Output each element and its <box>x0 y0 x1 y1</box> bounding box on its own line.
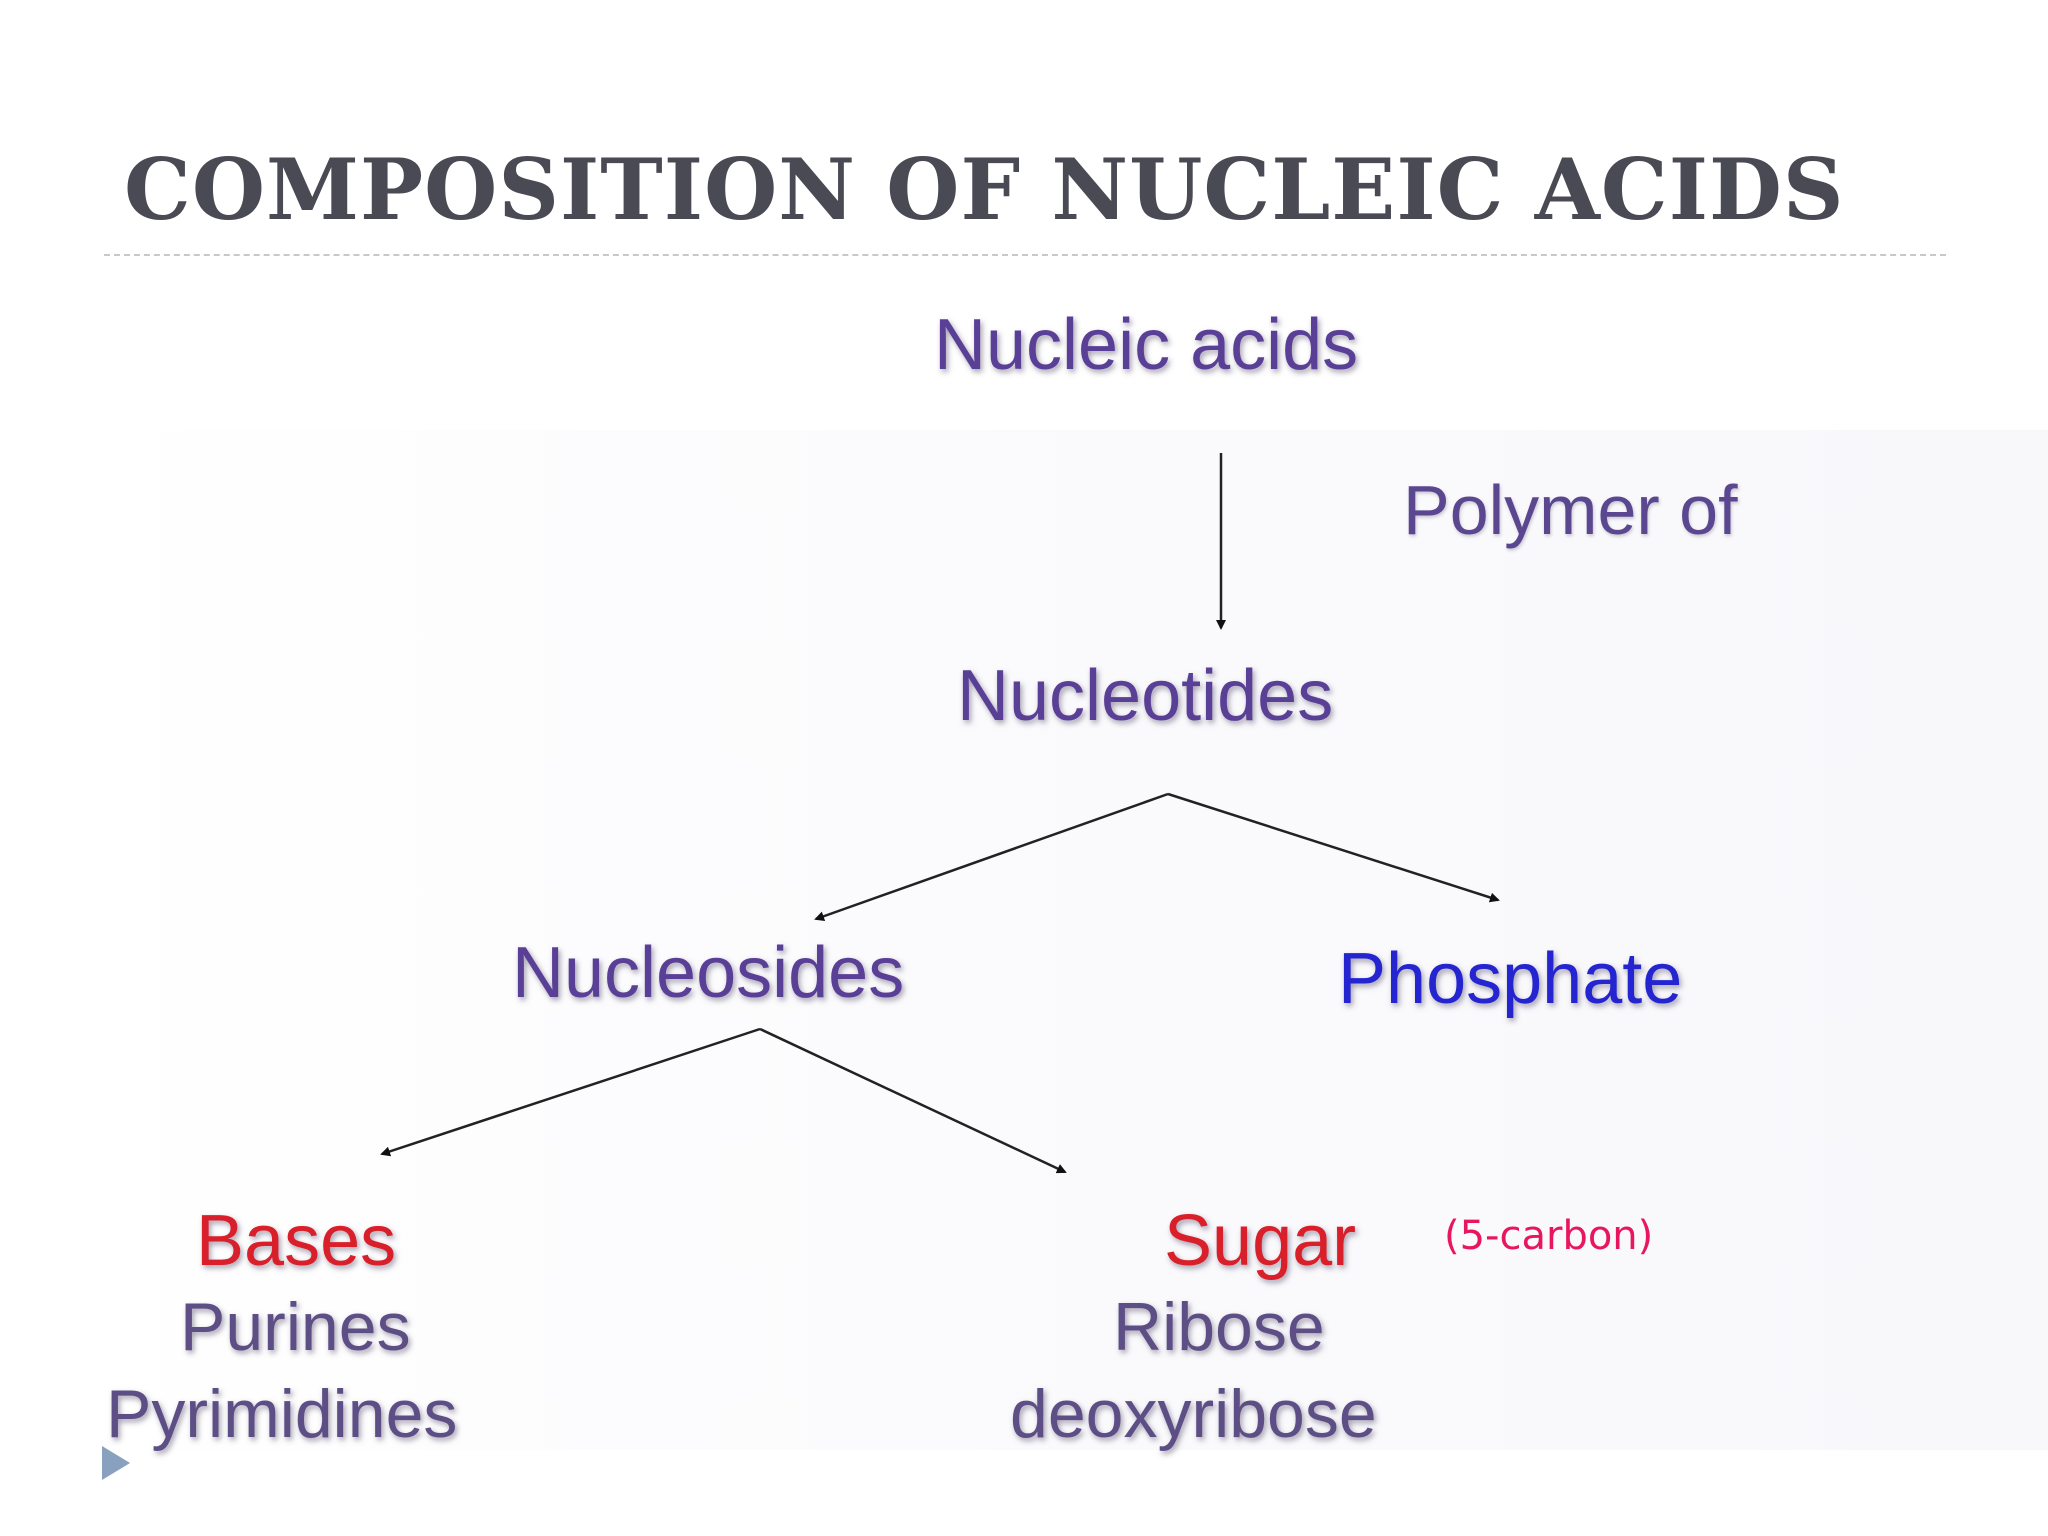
sugar-heading: Sugar <box>1164 1201 1357 1281</box>
sugar-note: (5-carbon) <box>1444 1213 1654 1259</box>
arrow-nucleosides-to-sugar <box>759 1027 1067 1174</box>
node-phosphate: Phosphate <box>1338 939 1683 1019</box>
title-divider <box>104 254 1946 256</box>
arrow-nucleotides-to-nucleosides <box>814 792 1169 922</box>
bases-item-pyrimidines: Pyrimidines <box>106 1376 458 1452</box>
node-nucleic-acids: Nucleic acids <box>934 305 1359 385</box>
arrow-nucleotides-to-phosphate <box>1167 792 1500 903</box>
diagram-background <box>95 430 2048 1450</box>
bases-item-purines: Purines <box>180 1289 411 1365</box>
sugar-item-ribose: Ribose <box>1113 1289 1325 1365</box>
arrow-nucleosides-to-bases <box>380 1027 761 1157</box>
node-nucleotides: Nucleotides <box>957 656 1334 736</box>
sugar-item-deoxyribose: deoxyribose <box>1010 1376 1377 1452</box>
relation-label: Polymer of <box>1403 471 1738 549</box>
play-triangle-icon <box>102 1446 130 1480</box>
node-nucleosides: Nucleosides <box>512 933 905 1013</box>
bases-heading: Bases <box>196 1201 397 1281</box>
slide-title: COMPOSITION OF NUCLEIC ACIDS <box>124 140 1845 239</box>
